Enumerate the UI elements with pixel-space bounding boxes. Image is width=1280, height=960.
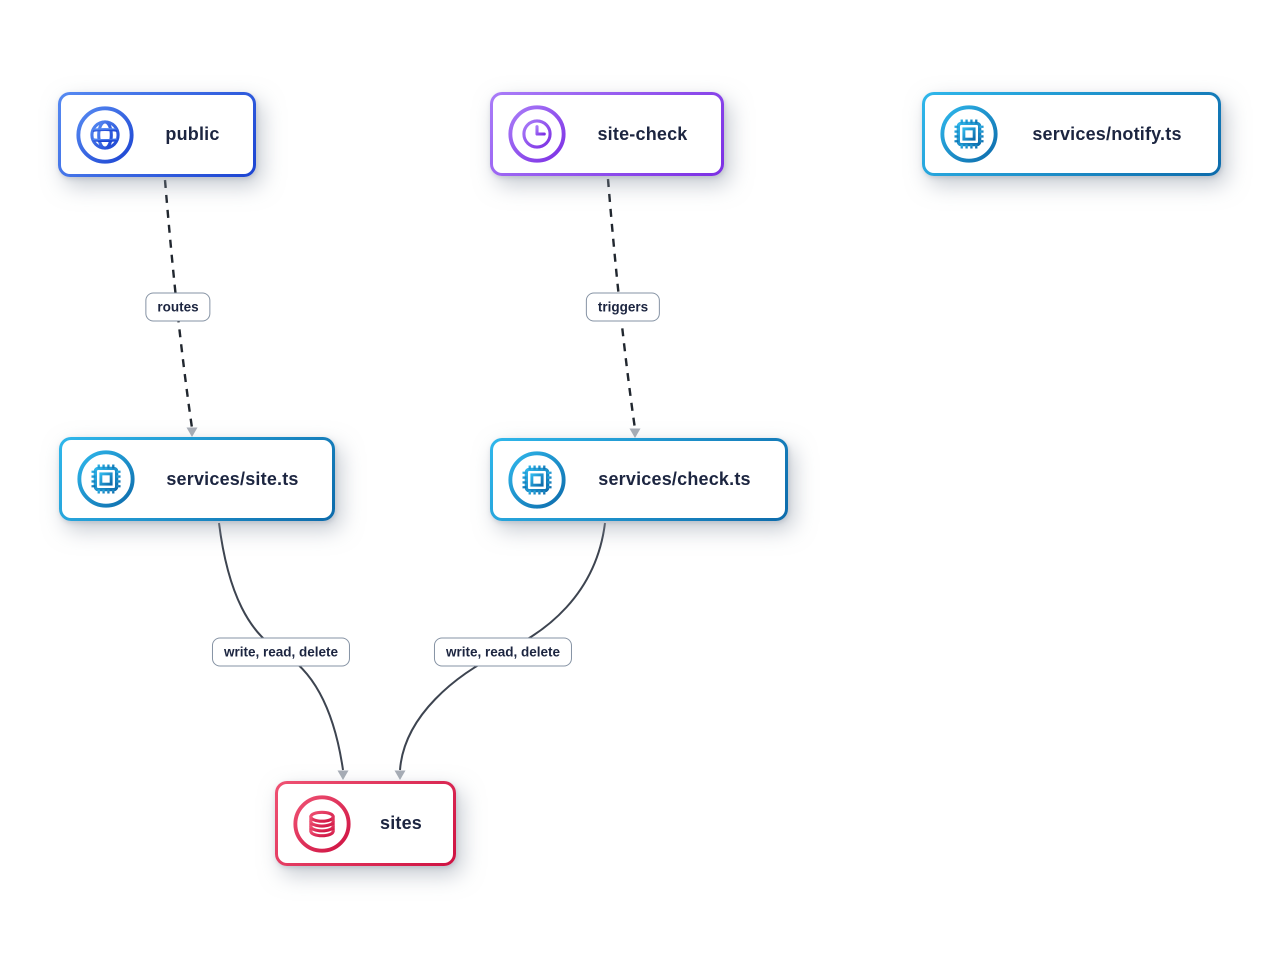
node-services-notify[interactable]: services/notify.ts	[922, 92, 1221, 176]
arrowhead-sitecheck-to-check	[629, 428, 641, 438]
chip-icon	[508, 450, 566, 509]
chip-icon	[77, 450, 135, 508]
node-label: services/check.ts	[598, 469, 751, 489]
chip-icon	[940, 105, 998, 163]
node-label: site-check	[597, 123, 688, 144]
clock-icon	[508, 105, 566, 163]
node-services-check[interactable]: services/check.ts	[490, 438, 788, 521]
edge-label-write-read-delete-right: write, read, delete	[433, 637, 573, 667]
arrowhead-site-to-sites	[337, 770, 349, 780]
arrowhead-check-to-sites	[394, 770, 406, 780]
edge-label-routes: routes	[145, 292, 211, 322]
node-public[interactable]: public	[58, 92, 256, 177]
node-label: services/notify.ts	[1032, 123, 1182, 144]
globe-icon	[76, 105, 134, 164]
node-sites[interactable]: sites	[275, 781, 456, 866]
node-label: services/site.ts	[166, 468, 299, 489]
node-label: public	[165, 124, 220, 144]
node-label: sites	[379, 813, 423, 833]
edge-label-write-read-delete-left: write, read, delete	[211, 637, 351, 667]
node-services-site[interactable]: services/site.ts	[59, 437, 335, 521]
database-icon	[293, 794, 351, 853]
edge-label-triggers: triggers	[585, 292, 661, 322]
arrowhead-public-to-site	[186, 427, 198, 437]
node-site-check[interactable]: site-check	[490, 92, 724, 176]
